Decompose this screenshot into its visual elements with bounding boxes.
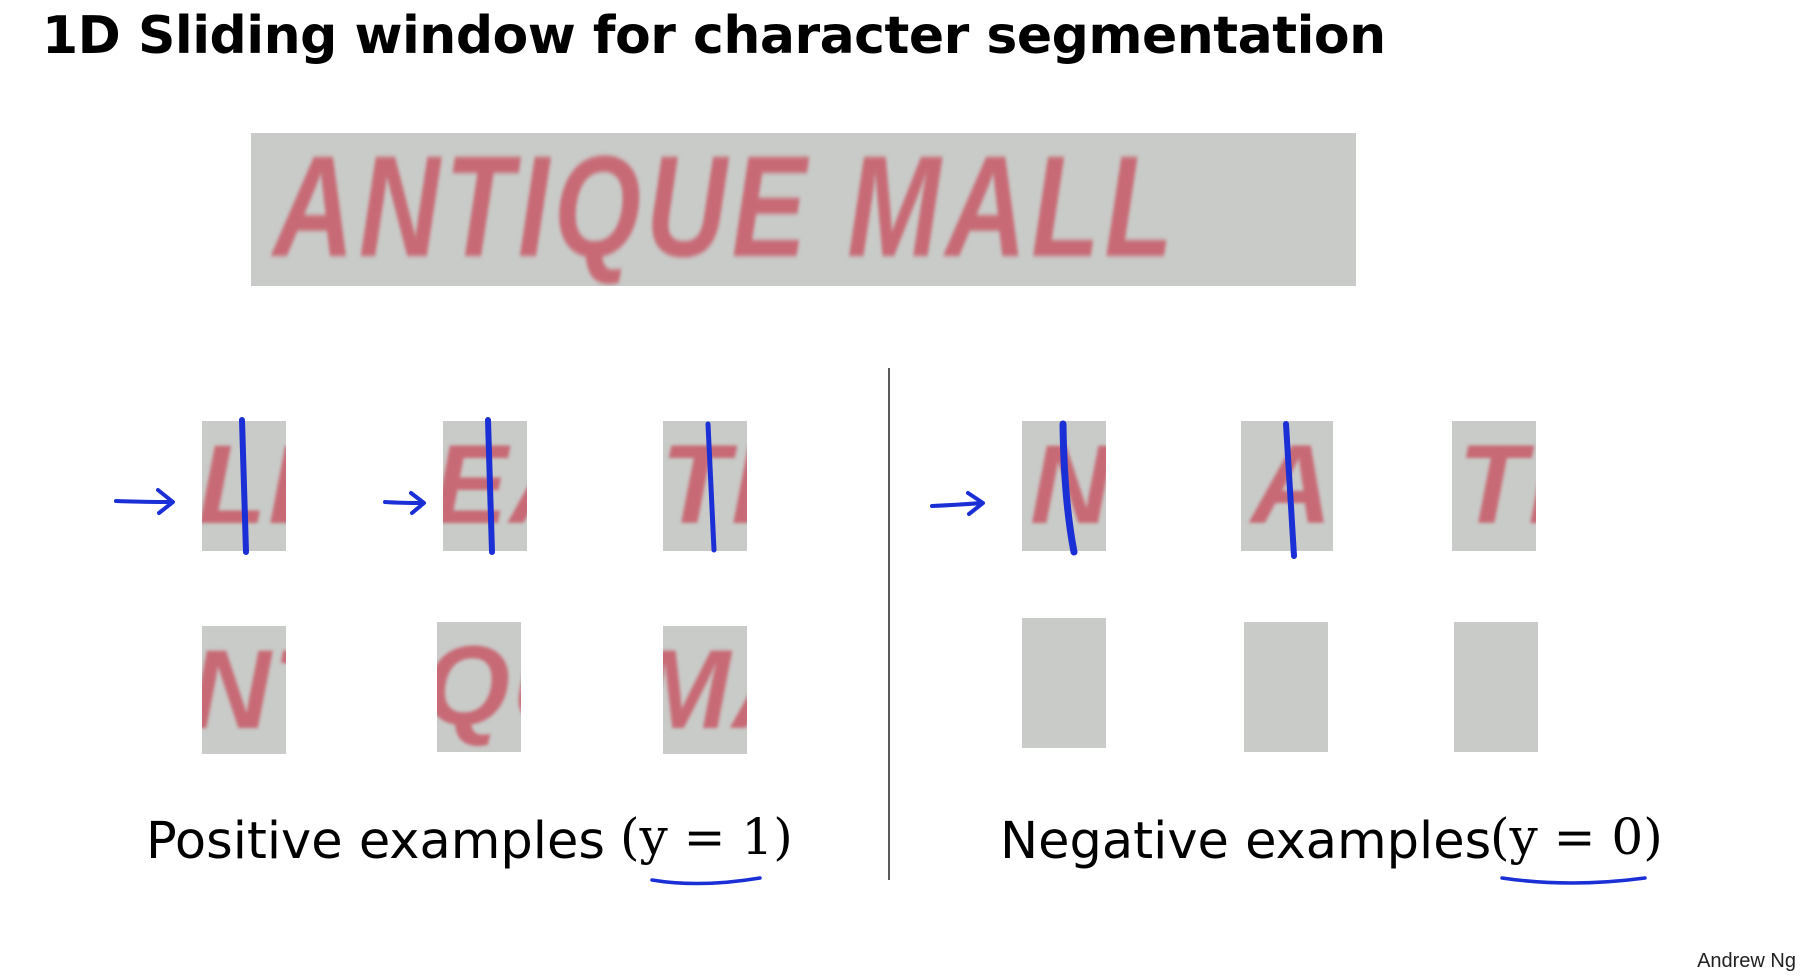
slide-title: 1D Sliding window for character segmenta… [42, 6, 1386, 66]
split-mark [239, 417, 249, 555]
positive-caption: Positive examples [146, 812, 605, 871]
positive-patch: QU [437, 622, 521, 752]
patch-glyphs: NT [202, 634, 286, 746]
negative-label: (y = 0) [1490, 808, 1663, 866]
split-mark [1283, 421, 1297, 559]
patch-glyphs: TI [663, 422, 747, 547]
underline-mark [650, 876, 762, 886]
positive-patch: EA [443, 421, 527, 551]
arrow-icon [114, 488, 175, 515]
positive-label: (y = 1) [620, 808, 793, 866]
split-mark [485, 417, 495, 555]
underline-mark [1500, 876, 1647, 885]
arrow-icon [930, 491, 985, 516]
split-mark [1059, 420, 1078, 556]
author-credit: Andrew Ng [1697, 950, 1796, 972]
positive-patch: MA [663, 626, 747, 754]
positive-patch: NT [202, 626, 286, 754]
patch-glyphs: QU [437, 630, 521, 742]
banner-text: ANTIQUE MALL [273, 133, 1178, 286]
positive-patch: TI [663, 421, 747, 551]
patch-glyphs: TI [1458, 422, 1536, 547]
split-mark [705, 421, 717, 553]
patch-glyphs: EA [443, 429, 527, 541]
negative-patch [1022, 618, 1106, 748]
patch-glyphs: MA [663, 634, 747, 746]
divider [888, 368, 890, 880]
negative-patch [1454, 622, 1538, 752]
arrow-icon [383, 491, 426, 515]
negative-patch: TI [1452, 421, 1536, 551]
banner-image: ANTIQUE MALL [251, 133, 1356, 286]
negative-patch [1244, 622, 1328, 752]
negative-caption: Negative examples [1000, 812, 1492, 871]
